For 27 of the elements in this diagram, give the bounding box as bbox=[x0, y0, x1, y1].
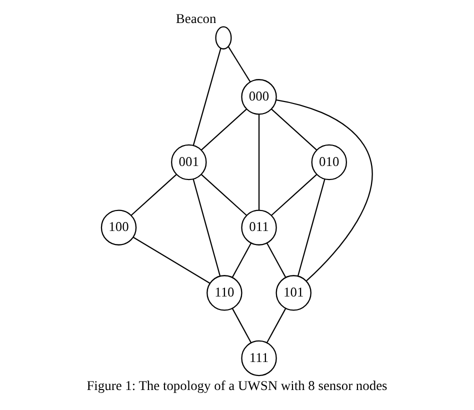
connector bbox=[271, 174, 317, 216]
connector bbox=[192, 48, 222, 146]
connector bbox=[133, 236, 210, 284]
connector bbox=[200, 108, 247, 150]
node-circle: 110 bbox=[206, 275, 242, 311]
connector bbox=[228, 46, 251, 82]
node-circle: 001 bbox=[171, 144, 207, 180]
connector bbox=[276, 99, 373, 282]
node-circle: 000 bbox=[241, 79, 277, 115]
node-label: Beacon bbox=[176, 11, 216, 26]
connector bbox=[297, 178, 326, 276]
connector bbox=[232, 308, 252, 343]
connector bbox=[201, 174, 247, 216]
node-circle: 011 bbox=[241, 210, 277, 246]
connector bbox=[130, 174, 177, 216]
connector bbox=[192, 178, 221, 276]
connector bbox=[271, 108, 318, 150]
connector bbox=[266, 308, 286, 343]
node-circle: 010 bbox=[311, 144, 348, 180]
node-circle: 100 bbox=[100, 210, 137, 246]
connector bbox=[232, 242, 252, 278]
node-circle: 101 bbox=[276, 275, 312, 311]
node-ellipse bbox=[215, 26, 232, 50]
node-circle: 111 bbox=[241, 340, 277, 376]
connector bbox=[266, 242, 286, 278]
connector bbox=[258, 114, 260, 210]
caption: Figure 1: The topology of a UWSN with 8 sensor nodes bbox=[86, 378, 388, 394]
